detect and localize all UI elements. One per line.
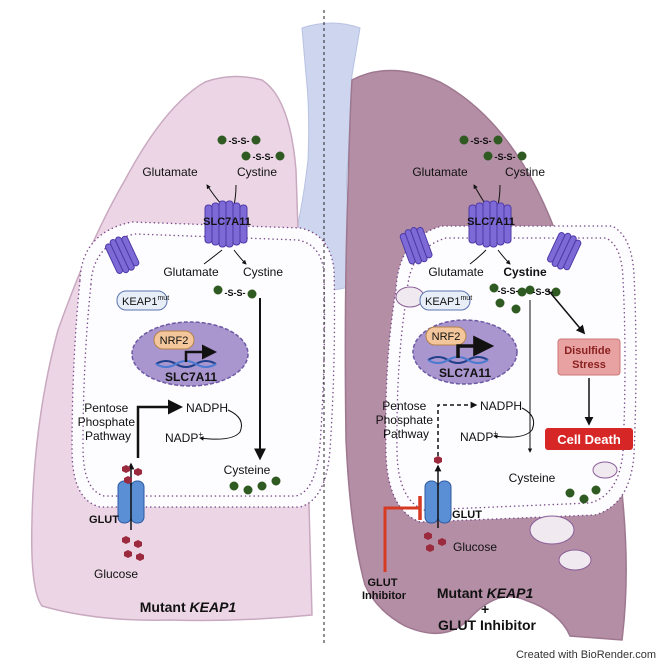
transcription-arrow <box>184 344 217 362</box>
disulfide-label: -S-S- <box>253 152 274 162</box>
stress-arrow <box>547 289 586 335</box>
cell-death-label: Cell Death <box>557 432 621 447</box>
disulfide-stress-box <box>557 338 621 376</box>
vacuole <box>592 461 618 479</box>
glut-inhibitor-label: GLUT Inhibitor <box>362 577 407 602</box>
glutamate-in-label: Glutamate <box>163 265 219 279</box>
pentose-phosphate-label: Pentose Phosphate Pathway <box>376 399 437 441</box>
cystine-molecule: -S-S- <box>525 285 561 297</box>
glucose-label: Glucose <box>94 567 138 581</box>
cysteine-molecules <box>565 485 601 504</box>
pentose-phosphate-label: Pentose Phosphate Pathway <box>78 401 139 443</box>
cystine-out-label: Cystine <box>237 165 277 179</box>
cystine-molecule: -S-S- <box>459 135 503 146</box>
glucose-molecules <box>424 456 446 552</box>
glut-label: GLUT <box>452 509 482 521</box>
glutamate-out-label: Glutamate <box>412 165 468 179</box>
slc7a11-transporter <box>468 200 512 248</box>
slc7a11-label: SLC7A11 <box>203 216 251 228</box>
glut-transporter <box>424 480 452 524</box>
glutamate-import-line <box>203 249 223 265</box>
left-panel-title: Mutant KEAP1 <box>140 599 237 615</box>
cystine-in-label: Cystine <box>503 265 547 279</box>
disulfide-label: -S-S- <box>471 136 492 146</box>
cystine-molecule: -S-S- <box>241 151 285 162</box>
cystine-import-arrow <box>233 249 247 265</box>
disulfide-label: -S-S- <box>498 286 519 296</box>
glutamate-import-line <box>469 249 487 265</box>
nadph-label: NADPH <box>480 399 522 413</box>
nadph-label: NADPH <box>186 401 228 415</box>
ppp-reduced-flux-arrow <box>437 401 478 456</box>
glutamate-out-label: Glutamate <box>142 165 198 179</box>
nrf2-badge <box>153 330 195 350</box>
cell-death-box <box>545 428 633 450</box>
nadph-oxidation-arrow <box>199 409 242 441</box>
right-cell-inner-edge <box>396 237 626 511</box>
membrane-transporter <box>547 232 582 271</box>
dna-icon <box>427 356 489 364</box>
glut-transporter <box>117 480 145 524</box>
cysteine-label: Cysteine <box>509 471 556 485</box>
keap1-mut-label: KEAP1mut <box>122 295 169 308</box>
keap1-mut-badge <box>116 290 168 311</box>
membrane-transporter <box>399 226 433 265</box>
disulfide-stress-label: Disulfide Stress <box>564 345 614 371</box>
glut-label: GLUT <box>89 514 119 526</box>
vacuole <box>395 286 425 308</box>
slc7a11-label: SLC7A11 <box>467 216 515 228</box>
cystine-molecule: -S-S- <box>217 135 261 146</box>
glut-inhibitor-arrow <box>383 506 420 572</box>
glucose-molecules <box>122 465 144 561</box>
cystine-out-label: Cystine <box>505 165 545 179</box>
keap1-mut-label: KEAP1mut <box>425 295 472 308</box>
gene-label: SLC7A11 <box>165 370 217 384</box>
cystine-import-arrow <box>497 249 511 265</box>
membrane-transporter <box>105 235 140 274</box>
glutamate-in-label: Glutamate <box>428 265 484 279</box>
nrf2-badge <box>425 326 467 346</box>
nrf2-label: NRF2 <box>432 331 461 343</box>
cystine-molecule: -S-S- <box>483 151 527 162</box>
cystine-molecule: -S-S- <box>489 283 527 297</box>
keap1-mut-badge <box>419 290 471 311</box>
gene-label: SLC7A11 <box>439 366 491 380</box>
cysteine-molecules <box>229 476 281 495</box>
nadp-label: NADP+ <box>165 430 203 445</box>
disulfide-label: -S-S- <box>225 288 246 298</box>
vacuole <box>558 549 592 571</box>
slc7a11-transporter <box>204 200 248 248</box>
cystine-molecule: -S-S- <box>213 285 257 299</box>
cystine-molecules <box>495 298 521 314</box>
nadp-label: NADP+ <box>460 429 498 444</box>
vacuole <box>529 515 575 545</box>
transcription-arrow <box>456 335 495 358</box>
disulfide-label: -S-S- <box>533 287 554 297</box>
nrf2-label: NRF2 <box>160 335 189 347</box>
cystine-in-label: Cystine <box>243 265 283 279</box>
nadph-oxidation-arrow <box>493 407 535 439</box>
biorender-credit: Created with BioRender.com <box>515 649 656 661</box>
ppp-flux-arrow <box>136 399 183 458</box>
dna-icon <box>155 360 217 368</box>
left-cell-inner-edge <box>82 233 326 497</box>
right-panel-title: Mutant KEAP1 + GLUT Inhibitor <box>437 585 537 633</box>
disulfide-label: -S-S- <box>229 136 250 146</box>
cysteine-label: Cysteine <box>224 463 271 477</box>
disulfide-label: -S-S- <box>495 152 516 162</box>
glucose-label: Glucose <box>453 540 497 554</box>
